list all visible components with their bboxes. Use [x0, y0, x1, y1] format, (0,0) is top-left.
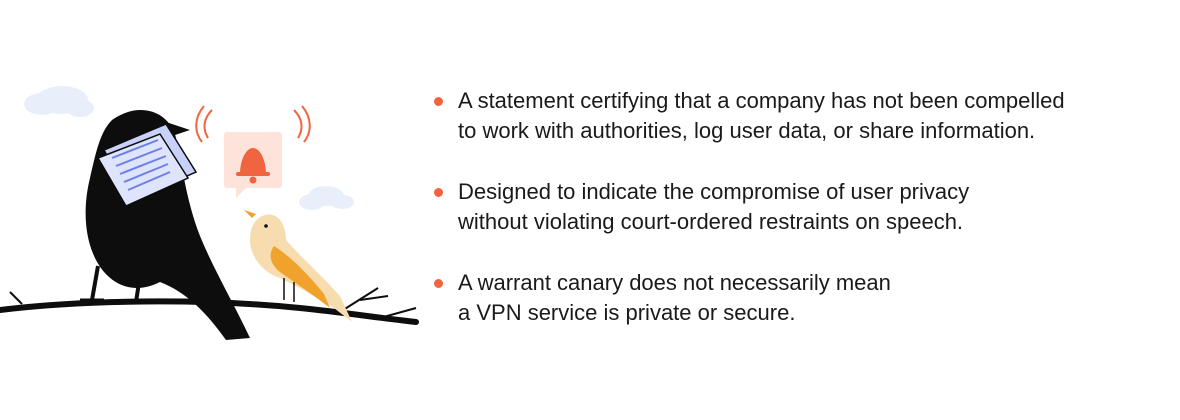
bullet-line: A warrant canary does not necessarily me… [458, 270, 891, 295]
branch-icon [0, 287, 419, 325]
bell-notification-icon [195, 105, 311, 198]
bullet-line: without violating court-ordered restrain… [458, 209, 964, 234]
cloud-left-icon [24, 86, 94, 117]
bullet-item: A warrant canary does not necessarily me… [434, 268, 1154, 328]
bullet-dot-icon [434, 279, 443, 288]
bullet-dot-icon [434, 97, 443, 106]
bullet-line: A statement certifying that a company ha… [458, 88, 1065, 113]
document-icon [96, 123, 198, 207]
bullet-dot-icon [434, 188, 443, 197]
canary-icon [244, 210, 352, 322]
bullet-line: Designed to indicate the compromise of u… [458, 179, 970, 204]
bullet-list: A statement certifying that a company ha… [434, 86, 1154, 359]
bullet-item: A statement certifying that a company ha… [434, 86, 1154, 146]
bullet-item: Designed to indicate the compromise of u… [434, 177, 1154, 237]
warrant-canary-illustration [0, 60, 420, 360]
bullet-line: to work with authorities, log user data,… [458, 118, 1036, 143]
cloud-right-icon [299, 186, 354, 210]
crow-and-canary-illustration [0, 86, 419, 340]
bullet-line: a VPN service is private or secure. [458, 300, 796, 325]
